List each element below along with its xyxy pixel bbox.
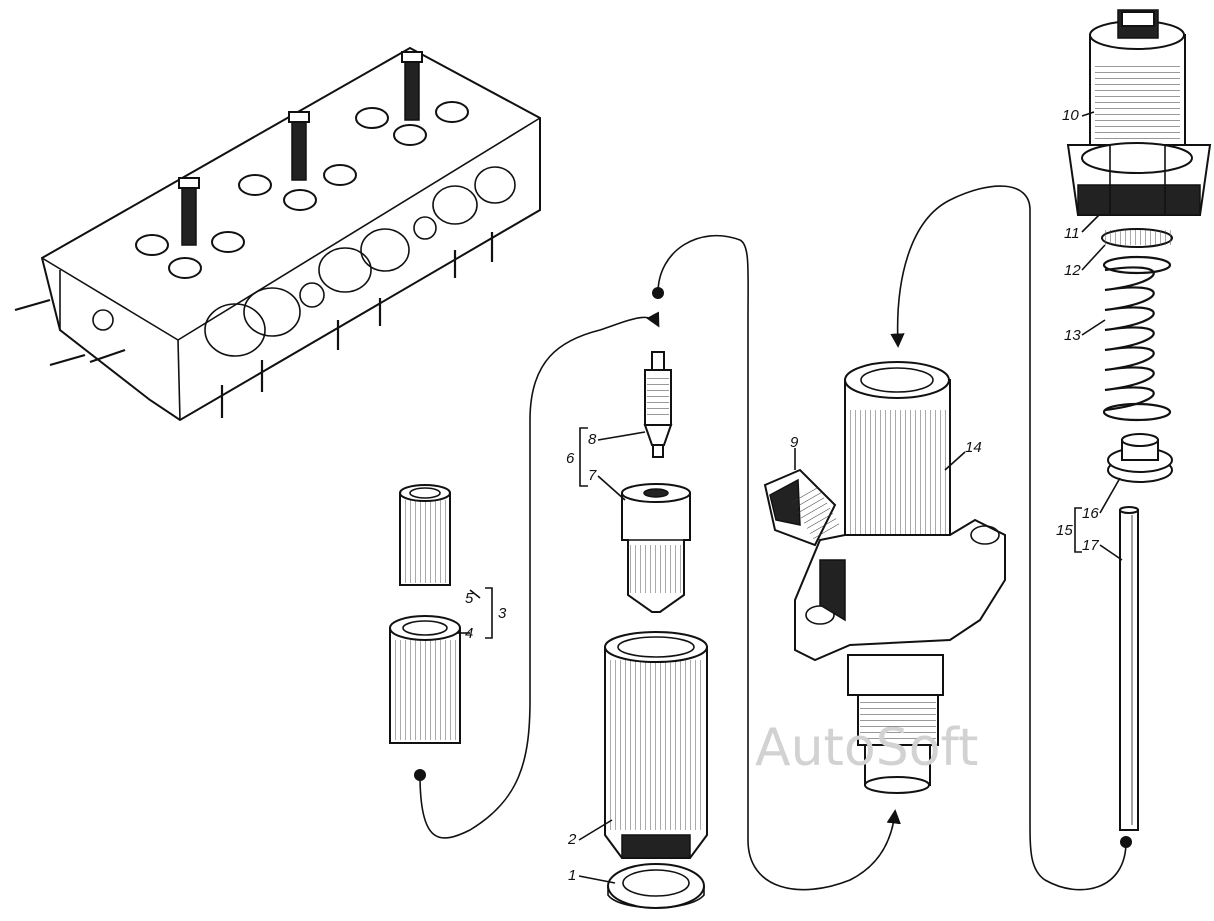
label-15: 15 (1056, 522, 1073, 539)
callout-labels: 1 2 3 4 5 6 7 8 9 10 11 12 13 14 15 16 1… (465, 107, 1099, 884)
label-3: 3 (498, 605, 507, 622)
assembly-guide-lines (414, 185, 1132, 891)
label-8: 8 (588, 431, 597, 448)
label-11: 11 (1064, 225, 1080, 242)
label-1: 1 (568, 867, 576, 884)
guide-dot-bushing (414, 769, 426, 781)
label-12: 12 (1064, 262, 1081, 279)
label-13: 13 (1064, 327, 1081, 344)
label-4: 4 (465, 625, 473, 642)
part-5-bushing (399, 484, 451, 586)
label-17: 17 (1082, 537, 1099, 554)
watermark: AutoSoft (755, 718, 978, 778)
cylinder-head (14, 46, 541, 422)
part-10-adjusting-screw (1089, 9, 1186, 166)
label-6: 6 (566, 450, 575, 467)
part-11-lock-nut (1066, 142, 1212, 216)
guide-line-rod (890, 185, 1127, 891)
part-9-union (763, 468, 840, 547)
leader-lines (457, 111, 1123, 884)
label-7: 7 (588, 467, 597, 484)
part-8-needle (643, 351, 673, 458)
label-9: 9 (790, 434, 799, 451)
part-17-push-rod (1119, 506, 1139, 831)
part-12-washer (1101, 228, 1173, 248)
guide-dot-body (652, 287, 664, 299)
part-2-nozzle-nut (604, 631, 708, 859)
part-4-bushing (389, 615, 461, 744)
label-16: 16 (1082, 505, 1099, 522)
part-7-nozzle-body (621, 483, 691, 613)
part-16-spring-plate (1107, 433, 1173, 483)
guide-line-body (657, 234, 901, 891)
guide-dot-rod (1120, 836, 1132, 848)
part-14-holder-body (794, 361, 1006, 794)
guide-line-bushing (419, 311, 660, 839)
label-2: 2 (567, 831, 577, 848)
label-5: 5 (465, 590, 474, 607)
label-14: 14 (965, 439, 982, 456)
label-10: 10 (1062, 107, 1079, 124)
part-13-spring (1102, 255, 1172, 422)
part-1-washer (607, 863, 705, 909)
